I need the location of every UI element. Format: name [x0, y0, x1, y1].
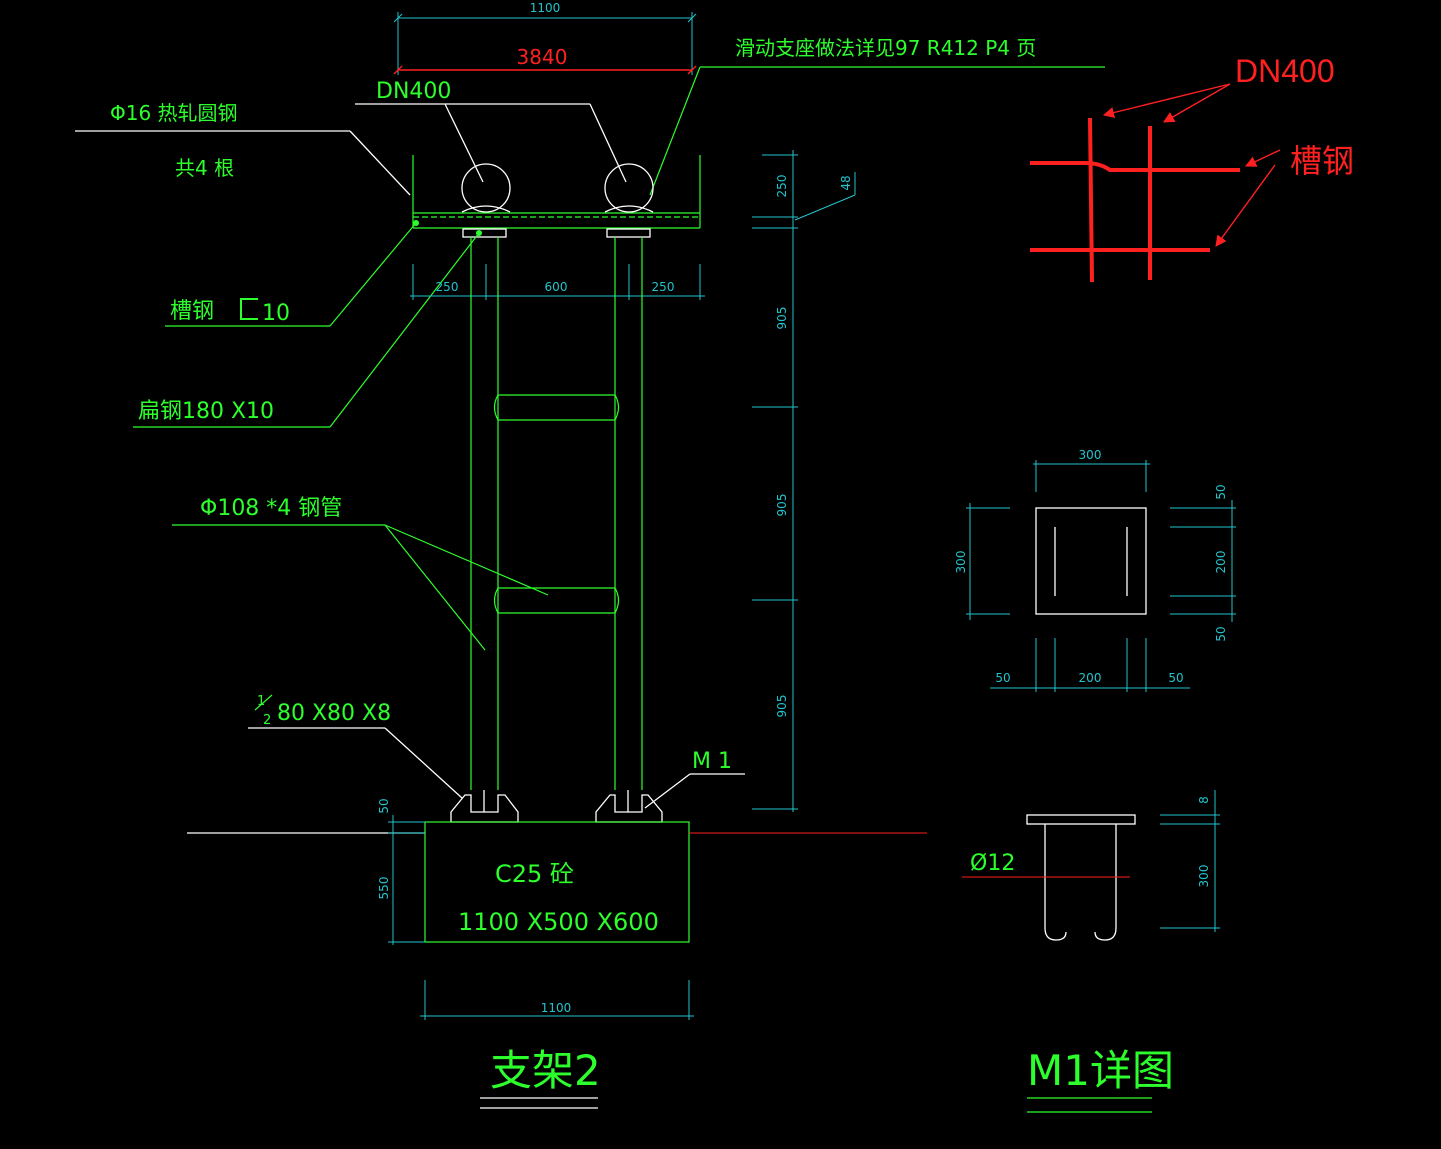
foundation: C25 砼 1100 X500 X600 — [187, 821, 927, 943]
dim-905-2: 905 — [775, 494, 789, 517]
dim-905-1: 905 — [775, 307, 789, 330]
plate-square — [1035, 507, 1147, 615]
angle-steel-label-group: 1 2 80 X80 X8 — [248, 694, 463, 799]
dim-550: 550 — [377, 877, 391, 900]
pipe-support-top — [412, 155, 701, 238]
flat-steel-label: 扁钢180 X10 — [138, 399, 274, 424]
plate-dim-200-r: 200 — [1214, 551, 1228, 574]
sliding-support-text: 滑动支座做法详见97 R412 P4 页 — [735, 36, 1036, 60]
annotation-channel: 槽钢 — [1290, 143, 1354, 179]
foundation-dimensions: 50 550 1100 — [377, 798, 694, 1020]
sliding-support-note: 滑动支座做法详见97 R412 P4 页 — [649, 36, 1105, 196]
dim-250-top: 250 — [775, 175, 789, 198]
pipe-circle-right — [604, 163, 654, 213]
dn400-label-group: DN400 — [355, 79, 627, 183]
dn400-label: DN400 — [376, 79, 451, 104]
steel-pipe-columns — [470, 237, 643, 790]
top-dimensions: 1100 3840 — [393, 1, 697, 75]
m1-dim-8: 8 — [1197, 796, 1211, 804]
plate-dim-300-top: 300 — [1079, 448, 1102, 462]
title-support: 支架2 — [490, 1046, 601, 1095]
beam-dimensions: 250 600 250 — [410, 264, 705, 300]
steel-pipe-label: Φ108 *4 钢管 — [200, 496, 342, 521]
title-m1-group: M1详图 — [1027, 1046, 1174, 1113]
dim-50-base: 50 — [377, 798, 391, 813]
round-steel-label-group: Φ16 热轧圆钢 共4 根 — [75, 101, 411, 196]
dim-250-left: 250 — [436, 280, 459, 294]
dim-1100-top: 1100 — [530, 1, 561, 15]
base-plates — [450, 790, 663, 823]
dim-250-right: 250 — [652, 280, 675, 294]
annotation-dn400: DN400 — [1235, 53, 1335, 89]
plate-dim-50-b1: 50 — [995, 671, 1010, 685]
channel-steel-label-group: 槽钢 10 — [165, 222, 417, 327]
m1-label-group: M 1 — [644, 749, 745, 809]
dim-48: 48 — [839, 175, 853, 190]
steel-pipe-label-group: Φ108 *4 钢管 — [172, 496, 549, 651]
title-m1: M1详图 — [1027, 1046, 1174, 1095]
title-support-group: 支架2 — [480, 1046, 601, 1109]
plate-dim-300-left: 300 — [954, 551, 968, 574]
pipe-circle-left — [461, 163, 511, 213]
round-steel-label: Φ16 热轧圆钢 — [110, 101, 238, 125]
angle-fraction-den: 2 — [263, 713, 271, 728]
foundation-size-label: 1100 X500 X600 — [458, 908, 659, 936]
channel-size: 10 — [262, 301, 290, 326]
angle-fraction-num: 1 — [257, 694, 265, 709]
vertical-dimensions: 250 905 905 905 48 — [752, 150, 856, 812]
plate-detail: 300 300 50 200 50 50 200 50 — [954, 448, 1236, 692]
concrete-label: C25 砼 — [495, 860, 574, 888]
plate-dim-50-r1: 50 — [1214, 484, 1228, 499]
dim-3840-red: 3840 — [517, 45, 568, 69]
m1-detail: Ø12 8 300 — [962, 790, 1220, 941]
angle-steel-label: 80 X80 X8 — [277, 701, 391, 726]
plate-dim-50-b2: 50 — [1168, 671, 1183, 685]
m1-dim-300: 300 — [1197, 865, 1211, 888]
dim-905-3: 905 — [775, 695, 789, 718]
plate-dim-200-b: 200 — [1079, 671, 1102, 685]
plate-dim-50-r2: 50 — [1214, 626, 1228, 641]
dim-1100-bottom: 1100 — [541, 1001, 572, 1015]
m1-plate — [1026, 814, 1136, 825]
dim-600: 600 — [545, 280, 568, 294]
red-annotation-sketch: DN400 槽钢 — [1030, 53, 1354, 283]
channel-steel-label: 槽钢 — [170, 299, 214, 324]
channel-symbol-icon — [240, 298, 258, 320]
count-label: 共4 根 — [175, 156, 234, 180]
flat-steel-label-group: 扁钢180 X10 — [133, 232, 480, 428]
foundation-block — [424, 821, 690, 943]
m1-label: M 1 — [692, 749, 732, 774]
m1-diameter-label: Ø12 — [970, 851, 1015, 876]
